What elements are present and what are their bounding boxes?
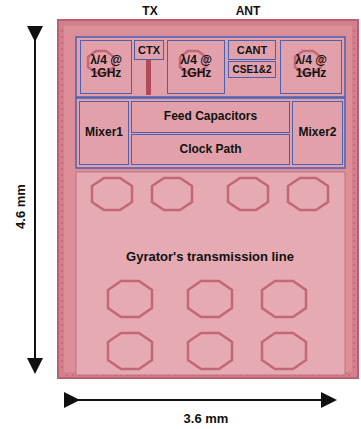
capacitor-bank-box: Feed Capacitors <box>131 101 290 133</box>
inductor <box>262 281 306 317</box>
capacitor-box: CSE1&2 <box>228 61 276 78</box>
gyrator-label-box: Gyrator's transmission line <box>96 240 324 274</box>
inductor <box>92 178 132 210</box>
transmission-line-box: λ/4 @ 1GHz <box>167 40 225 94</box>
inductor <box>262 333 306 369</box>
gyrator-region <box>76 172 345 375</box>
block-label: Gyrator's transmission line <box>126 250 294 264</box>
inductor <box>288 178 328 210</box>
middle-block-group <box>76 98 345 168</box>
inductor <box>152 178 192 210</box>
mixer-box: Mixer1 <box>79 101 129 165</box>
block-label: Feed Capacitors <box>164 110 257 123</box>
port-label: ANT <box>236 4 261 18</box>
pad-ring <box>62 30 354 375</box>
width-dimension-line <box>78 399 335 401</box>
block-label: λ/4 @ 1GHz <box>168 54 224 80</box>
block-label: λ/4 @ 1GHz <box>281 54 341 80</box>
die-substrate <box>58 20 358 378</box>
mixer-box: Mixer2 <box>292 101 343 165</box>
height-dimension-line <box>34 40 36 372</box>
inductor <box>188 333 232 369</box>
inductor <box>108 333 152 369</box>
top-block-group <box>76 37 345 97</box>
inductor <box>188 281 232 317</box>
tx-trace <box>146 60 151 95</box>
block-label: λ/4 @ 1GHz <box>81 54 131 80</box>
inductor-coils <box>88 51 328 369</box>
capacitor-box: CTX <box>134 40 164 60</box>
block-label: CANT <box>237 44 268 56</box>
inductor <box>108 281 152 317</box>
dimension-label: 4.6 mm <box>13 182 28 231</box>
block-label: Mixer2 <box>298 126 336 139</box>
capacitor-box: CANT <box>228 40 276 60</box>
dimension-label: 3.6 mm <box>184 411 229 426</box>
block-label: CSE1&2 <box>233 64 272 75</box>
inductor <box>228 178 268 210</box>
transmission-line-box: λ/4 @ 1GHz <box>280 40 342 94</box>
clock-path-box: Clock Path <box>131 134 290 165</box>
port-label: TX <box>142 4 157 18</box>
transmission-line-box: λ/4 @ 1GHz <box>80 40 132 94</box>
bond-pads <box>62 30 354 375</box>
block-label: Clock Path <box>179 143 241 156</box>
block-label: CTX <box>138 44 160 56</box>
block-label: Mixer1 <box>85 126 123 139</box>
